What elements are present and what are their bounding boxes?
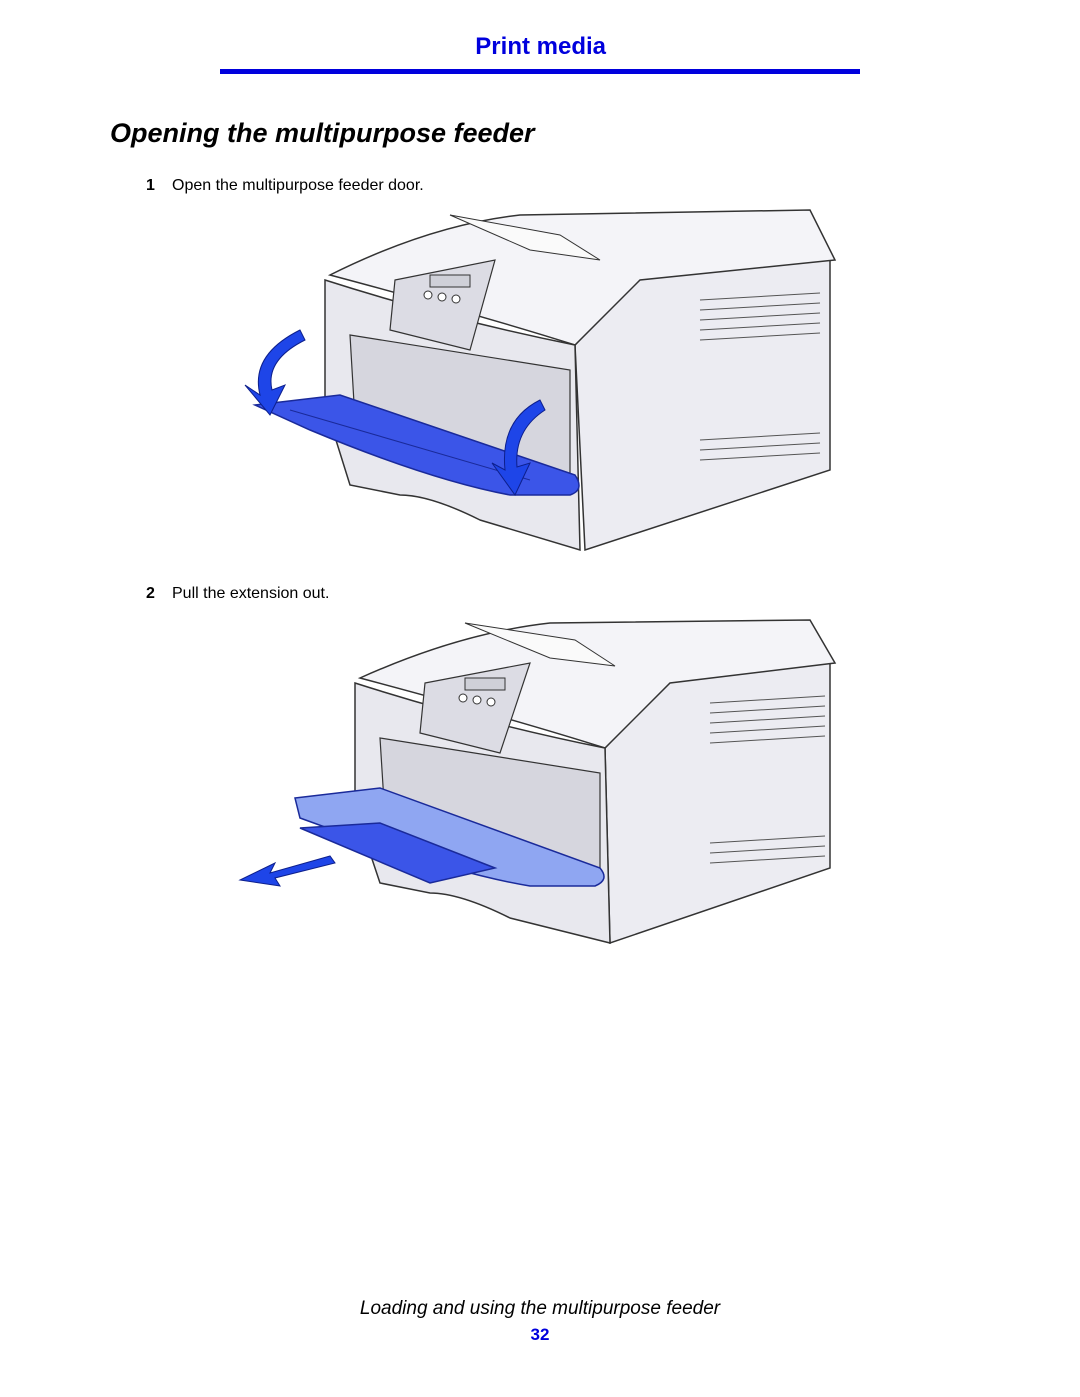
step-1: 1 Open the multipurpose feeder door. — [146, 177, 424, 195]
output-paper — [464, 622, 616, 667]
extension-arrow — [238, 855, 336, 887]
page-heading: Opening the multipurpose feeder — [110, 118, 535, 148]
header-rule — [220, 69, 860, 74]
footer-chapter-title: Loading and using the multipurpose feede… — [359, 1298, 721, 1319]
output-paper — [449, 214, 601, 261]
page-number: 32 — [530, 1325, 550, 1344]
step-text: Open the multipurpose feeder door. — [172, 177, 424, 194]
printer-feeder-door-open-illustration — [244, 209, 837, 552]
door-arrow-left — [244, 329, 306, 416]
door-arrow-right — [491, 399, 546, 496]
step-number: 1 — [146, 177, 155, 194]
feeder-extension — [299, 822, 498, 884]
step-number: 2 — [146, 585, 155, 602]
step-text: Pull the extension out. — [172, 585, 330, 602]
printer-feeder-extension-out-illustration — [238, 619, 837, 945]
step-2: 2 Pull the extension out. — [146, 585, 329, 603]
section-title: Print media — [475, 33, 606, 60]
